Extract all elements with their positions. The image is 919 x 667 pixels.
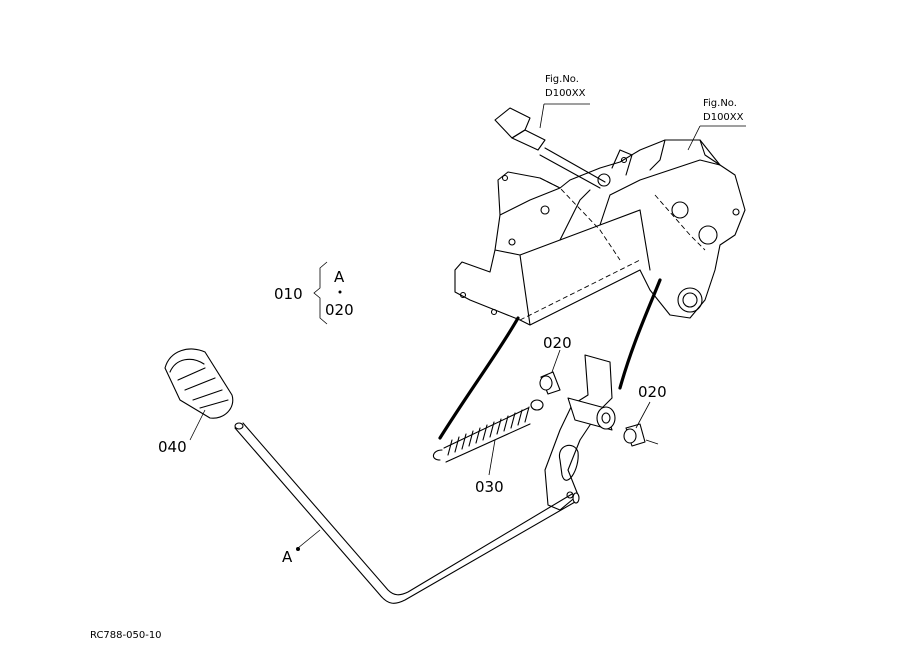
bushing-right [623, 423, 659, 447]
cable-connector-upper [494, 107, 606, 189]
callout-bushing-upper: 020 [543, 334, 572, 352]
group-top-label: A [334, 268, 345, 286]
cable-left [438, 316, 520, 440]
rod-marker-dot [296, 547, 300, 551]
bracket-housing [454, 139, 746, 326]
fig-ref-2-line1: Fig.No. [703, 98, 737, 109]
callout-rod: A [282, 548, 293, 566]
spring [432, 399, 544, 463]
fig-ref-2-line2: D100XX [703, 112, 744, 123]
group-bracket [313, 261, 328, 325]
bushing-upper [539, 371, 561, 395]
lever-rod [234, 422, 580, 604]
group-bottom-label: 020 [325, 301, 354, 319]
callout-knob: 040 [158, 438, 187, 456]
diagram-code: RC788-050-10 [90, 630, 162, 641]
group-part-label: 010 [274, 285, 303, 303]
fig-ref-1-line2: D100XX [545, 88, 586, 99]
callout-spring: 030 [475, 478, 504, 496]
group-dot [338, 290, 342, 294]
knob [164, 348, 234, 419]
lever-plate [544, 354, 613, 511]
pivot-boss [567, 397, 616, 431]
fig-ref-1-line1: Fig.No. [545, 74, 579, 85]
callout-bushing-right: 020 [638, 383, 667, 401]
cable-right [618, 278, 662, 390]
